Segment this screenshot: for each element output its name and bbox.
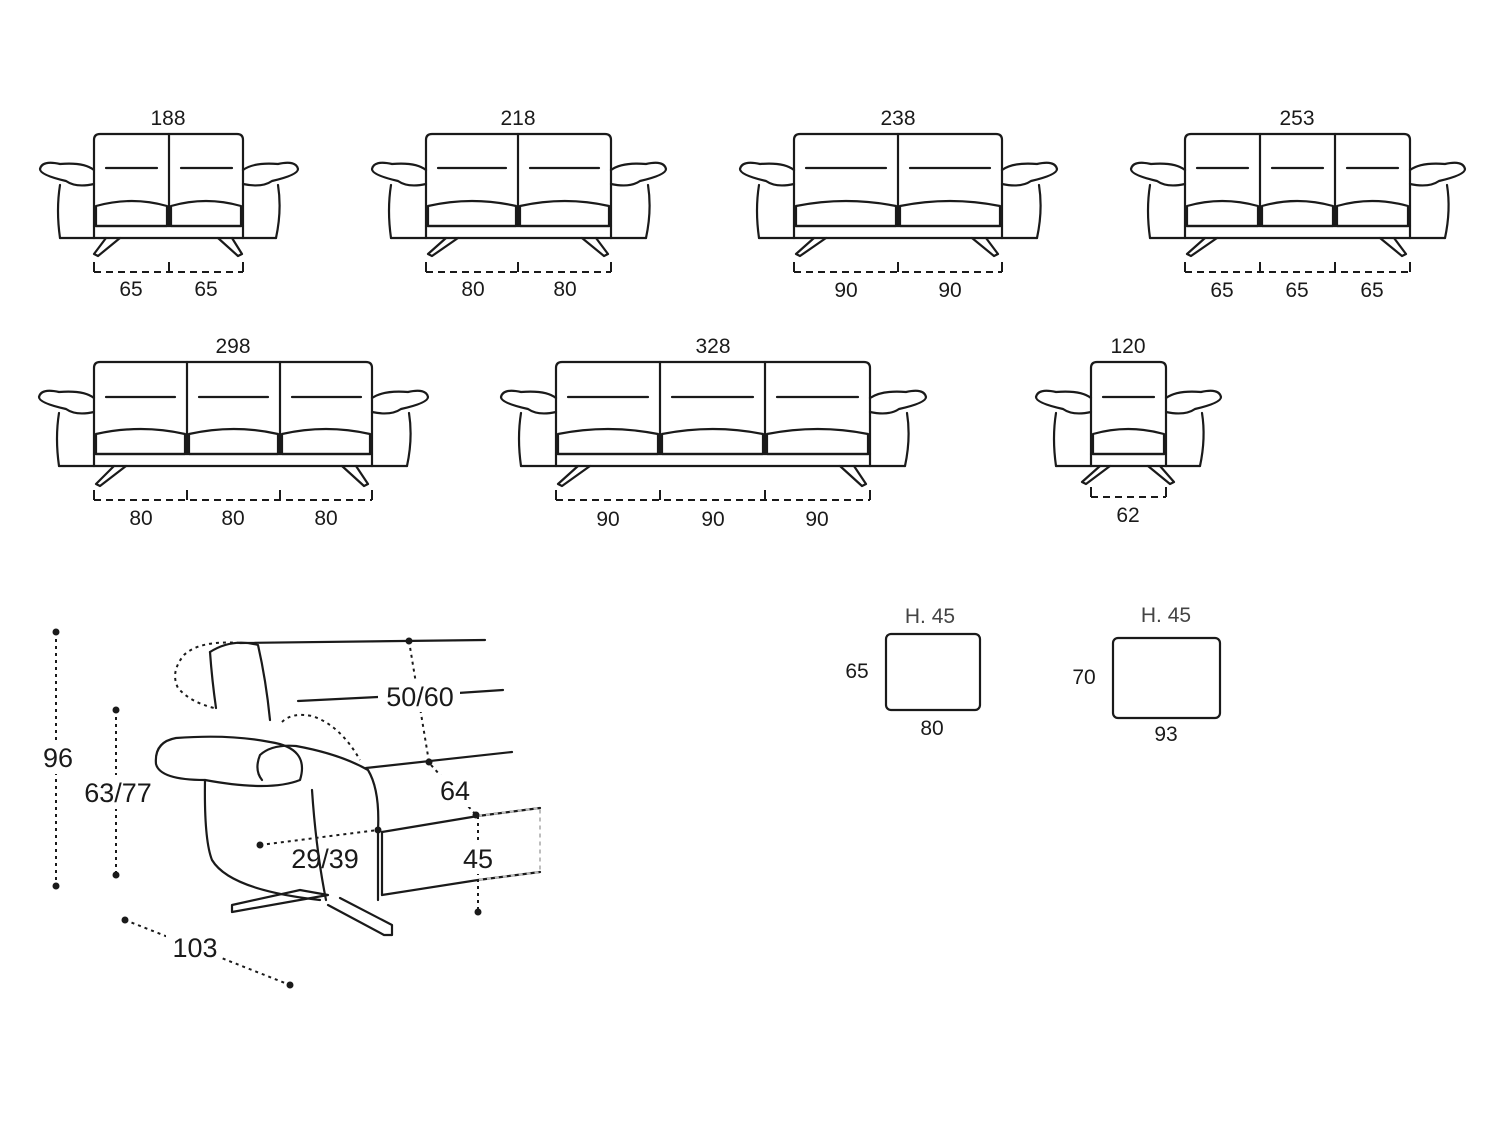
seat-depth-label: 29/39 [291,844,359,874]
pouf-80: H. 45 65 80 [845,605,982,740]
seat-width-label: 80 [314,507,337,530]
seat-depth-total-label: 64 [440,776,470,806]
pouf-height-label: H. 45 [1141,604,1191,627]
seat-width-label: 80 [461,278,484,301]
seat-width-label: 65 [194,278,217,301]
back-depth-label: 50/60 [386,682,454,712]
seat-width-label: 80 [221,507,244,530]
side-view: 96 63/77 50/60 64 29/39 45 103 [36,628,542,989]
seat-width-label: 65 [1285,279,1308,302]
arm-height-label: 63/77 [84,778,152,808]
sofa-188: 188 65 65 [38,107,300,301]
sofa-238: 238 90 90 [738,107,1059,302]
sofa-width-label: 328 [695,335,730,358]
seat-height-label: 45 [463,844,493,874]
seat-width-label: 90 [701,508,724,531]
pouf-depth-label: 70 [1072,666,1095,689]
seat-width-label: 80 [129,507,152,530]
seat-width-label: 65 [119,278,142,301]
seat-width-label: 65 [1360,279,1383,302]
sofa-253: 253 65 65 65 [1129,107,1467,302]
sofa-width-label: 218 [500,107,535,130]
seat-width-label: 62 [1116,504,1139,527]
pouf-depth-label: 65 [845,660,868,683]
pouf-width-label: 80 [920,717,943,740]
depth-label: 103 [172,933,217,963]
pouf-height-label: H. 45 [905,605,955,628]
seat-width-label: 65 [1210,279,1233,302]
sofa-218: 218 80 80 [370,107,668,301]
sofa-width-label: 253 [1279,107,1314,130]
seat-width-label: 80 [553,278,576,301]
sofa-width-label: 188 [150,107,185,130]
seat-width-label: 90 [805,508,828,531]
pouf-93: H. 45 70 93 [1072,604,1222,746]
pouf-width-label: 93 [1154,723,1177,746]
sofa-width-label: 238 [880,107,915,130]
sofa-width-label: 298 [215,335,250,358]
sofa-328: 328 90 90 90 [499,335,928,531]
total-height-label: 96 [43,743,73,773]
armchair-120: 120 62 [1034,335,1223,527]
seat-width-label: 90 [834,279,857,302]
seat-width-label: 90 [596,508,619,531]
sofa-width-label: 120 [1110,335,1145,358]
seat-width-label: 90 [938,279,961,302]
sofa-298: 298 80 80 80 [37,335,430,530]
